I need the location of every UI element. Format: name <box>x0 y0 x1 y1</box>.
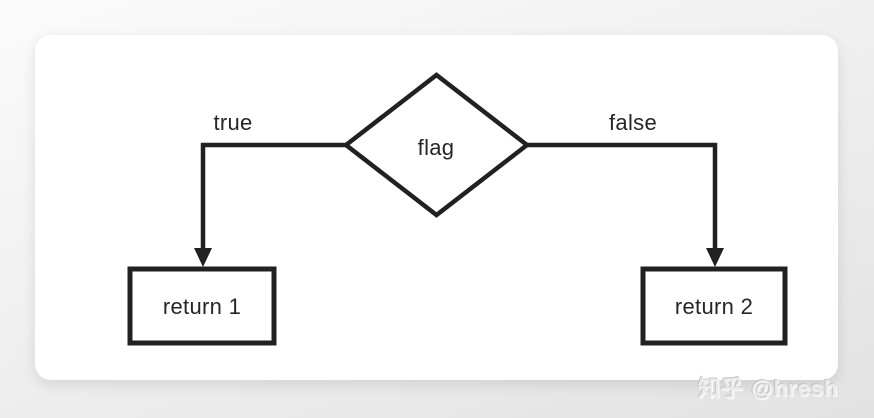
decision-node-label: flag <box>417 135 455 160</box>
zhihu-watermark: 知乎 @hresh <box>698 376 839 401</box>
branch-false-label: false <box>609 110 657 135</box>
decision-diamond <box>342 72 531 218</box>
return1-node-label: return 1 <box>162 294 242 319</box>
return2-node-label: return 2 <box>674 294 754 319</box>
false-branch-connector <box>527 142 718 250</box>
false-branch-arrowhead-icon <box>706 248 724 267</box>
branch-true-label: true <box>213 110 253 135</box>
return2-box <box>640 266 788 346</box>
true-branch-arrowhead-icon <box>194 248 212 267</box>
return1-box <box>127 266 277 346</box>
true-branch-connector <box>200 142 346 250</box>
